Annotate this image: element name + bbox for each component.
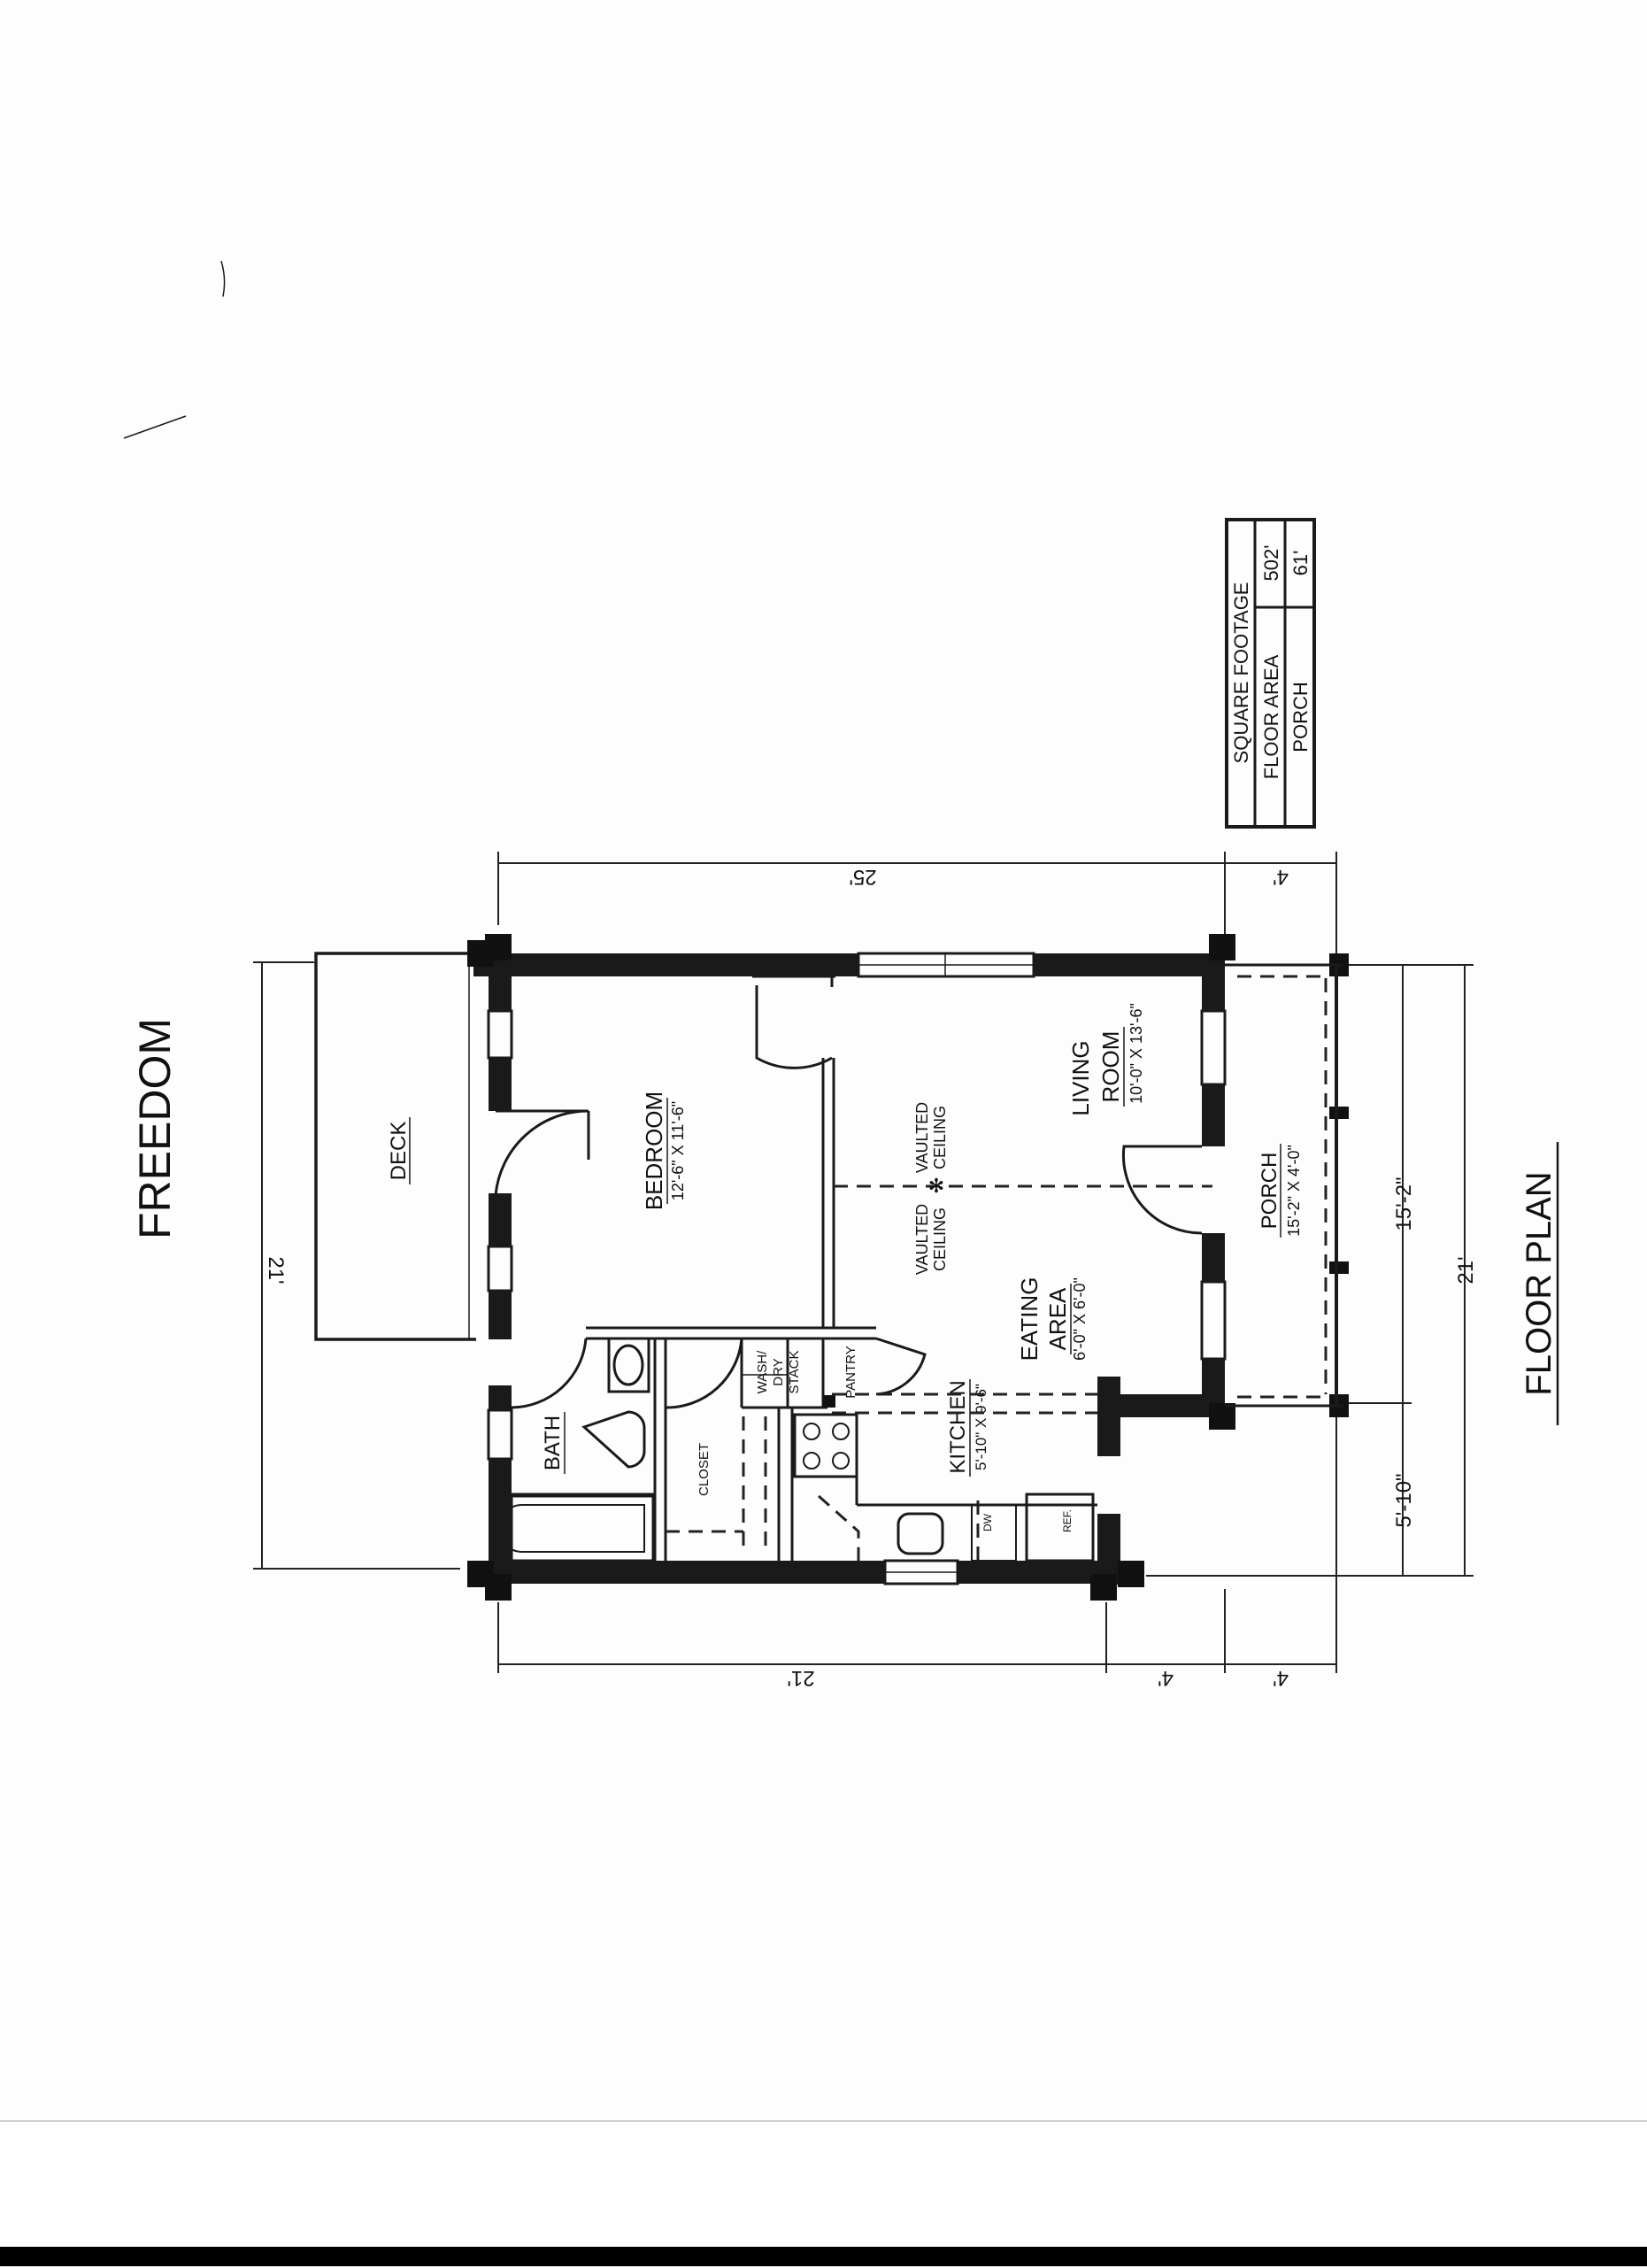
exterior-walls xyxy=(467,934,1349,1601)
floor-plan-drawing: FREEDOM FLOOR PLAN SQUARE FOOTAGE FLOOR … xyxy=(123,260,1559,1690)
dim-right-overall: 21' xyxy=(1454,1256,1478,1284)
svg-text:ROOM: ROOM xyxy=(1097,1031,1124,1103)
room-label-living: LIVING ROOM 10'-0" X 13'-6" xyxy=(1067,1003,1145,1115)
dim-bottom-porch: 4' xyxy=(1273,1666,1289,1690)
svg-text:BATH: BATH xyxy=(541,1416,565,1470)
dim-left-overall: 21' xyxy=(264,1256,288,1284)
scan-mark xyxy=(220,260,226,297)
bath-fixtures xyxy=(497,1337,655,1562)
room-label-eating-area: EATING AREA 6'-0" X 6'-0" xyxy=(1016,1277,1089,1362)
dim-bottom-mid: 4' xyxy=(1158,1666,1174,1690)
sqft-porch-label: PORCH xyxy=(1289,682,1312,752)
dim-right-kitchen: 5'-10" xyxy=(1392,1473,1416,1527)
svg-text:10'-0" X 13'-6": 10'-0" X 13'-6" xyxy=(1128,1003,1145,1104)
deck: DECK xyxy=(314,952,476,1341)
svg-text:15'-2" X 4'-0": 15'-2" X 4'-0" xyxy=(1285,1145,1303,1237)
svg-text:KITCHEN: KITCHEN xyxy=(946,1380,970,1473)
svg-text:CEILING: CEILING xyxy=(931,1106,949,1169)
sqft-floor-area-label: FLOOR AREA xyxy=(1260,654,1282,779)
svg-text:VAULTED: VAULTED xyxy=(913,1102,931,1173)
room-label-wash-dry-stack: WASH/ DRY STACK xyxy=(755,1350,802,1394)
doors xyxy=(494,985,1203,1409)
ceiling-ridge-mark: ✻ xyxy=(928,1175,944,1197)
svg-text:EATING: EATING xyxy=(1016,1277,1043,1362)
dimension-lines xyxy=(253,852,1474,1673)
scan-mark xyxy=(123,415,187,439)
svg-text:FLOOR PLAN: FLOOR PLAN xyxy=(1520,1171,1558,1395)
dim-bottom-main: 21' xyxy=(787,1666,814,1690)
dim-top-porch: 4' xyxy=(1273,865,1289,889)
svg-text:DRY: DRY xyxy=(771,1358,786,1385)
svg-text:6'-0" X 6'-0": 6'-0" X 6'-0" xyxy=(1071,1277,1089,1361)
svg-text:VAULTED: VAULTED xyxy=(913,1204,931,1275)
refrigerator-label: REF. xyxy=(1061,1509,1074,1532)
dashed-lines xyxy=(666,1392,1097,1561)
room-label-pantry: PANTRY xyxy=(843,1346,858,1398)
kitchen-fixtures: DW REF. xyxy=(793,1413,1097,1562)
svg-text:LIVING: LIVING xyxy=(1067,1040,1094,1115)
plan-title: FREEDOM xyxy=(130,1018,180,1239)
svg-text:DECK: DECK xyxy=(387,1122,411,1181)
square-footage-table: SQUARE FOOTAGE FLOOR AREA 502' PORCH 61' xyxy=(1225,518,1316,829)
svg-text:BEDROOM: BEDROOM xyxy=(641,1092,667,1210)
floor-plan-label: FLOOR PLAN xyxy=(1520,1142,1559,1425)
svg-text:CEILING: CEILING xyxy=(931,1207,949,1271)
porch: PORCH 15'-2" X 4'-0" xyxy=(1225,963,1343,1408)
room-label-bedroom: BEDROOM 12'-6" X 11'-6" xyxy=(641,1092,687,1210)
vaulted-ceiling-labels: VAULTED CEILING VAULTED CEILING xyxy=(913,1102,949,1275)
windows xyxy=(487,952,1227,1585)
svg-text:STACK: STACK xyxy=(787,1351,802,1394)
sqft-porch-value: 61' xyxy=(1289,551,1312,576)
svg-text:12'-6" X 11'-6": 12'-6" X 11'-6" xyxy=(669,1101,687,1200)
dishwasher-label: DW xyxy=(981,1513,994,1531)
dim-top-main: 25' xyxy=(849,865,876,889)
sqft-header: SQUARE FOOTAGE xyxy=(1230,582,1252,764)
room-label-bath: BATH xyxy=(541,1412,566,1474)
room-label-kitchen: KITCHEN 5'-10" X 9'-6" xyxy=(946,1379,989,1477)
svg-text:WASH/: WASH/ xyxy=(755,1350,770,1393)
sqft-floor-area-value: 502' xyxy=(1260,545,1282,582)
dim-right-porch: 15'-2" xyxy=(1392,1176,1416,1230)
room-label-closet: CLOSET xyxy=(697,1443,712,1496)
svg-text:5'-10" X 9'-6": 5'-10" X 9'-6" xyxy=(973,1384,989,1470)
scan-bottom-margin xyxy=(0,2120,1647,2268)
svg-text:PORCH: PORCH xyxy=(1258,1153,1281,1230)
scan-edge-bar xyxy=(0,2247,1647,2266)
svg-text:AREA: AREA xyxy=(1044,1287,1071,1350)
